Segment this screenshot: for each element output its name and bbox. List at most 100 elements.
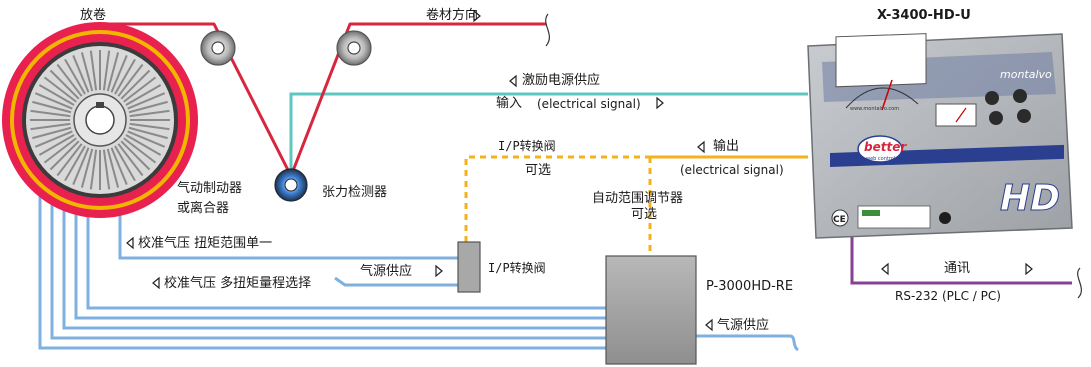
brake-label-line2: 或离合器 — [177, 201, 230, 216]
air-supply-left-label: 气源供应 — [360, 264, 413, 279]
arrow-icons — [126, 9, 1033, 332]
air-supply-right-label: 气源供应 — [717, 318, 770, 333]
air-line-calib-multi-2 — [50, 196, 606, 340]
roll-spoke — [129, 122, 170, 131]
roll-spoke — [110, 147, 128, 186]
roll-spoke — [89, 50, 98, 91]
arrow-left-icon — [881, 262, 889, 276]
controller-model-label: X-3400-HD-U — [877, 8, 971, 23]
signal-lines — [464, 155, 652, 256]
arrow-right-icon — [656, 96, 664, 110]
controller-hd-logo: HD — [1000, 178, 1060, 219]
roll-spoke — [117, 143, 144, 177]
input-signal-label: (electrical signal) — [537, 97, 641, 111]
roll-spoke — [129, 109, 170, 118]
roll-spoke — [43, 76, 77, 103]
controller-badge: better — [864, 140, 907, 154]
roll-spoke — [125, 84, 162, 106]
idler-roller-1 — [200, 30, 236, 66]
roll-spoke — [120, 69, 151, 100]
rs232-label: RS-232 (PLC / PC) — [895, 289, 1001, 303]
roll-spoke — [120, 140, 151, 171]
arrow-right-icon — [1025, 262, 1033, 276]
air-line-calib-multi-4 — [74, 204, 606, 320]
roll-spoke — [117, 63, 144, 97]
arrow-left-icon — [697, 140, 705, 154]
controller-device — [807, 33, 1073, 239]
roll-spoke — [127, 130, 166, 148]
roll-spoke — [72, 147, 90, 186]
roll-spoke — [128, 100, 168, 114]
air-line-calib-multi-5 — [86, 206, 606, 310]
brake-label-line1: 气动制动器 — [177, 181, 243, 196]
calib-multi-label: 校准气压 多扭矩量程选择 — [164, 276, 312, 291]
auto-range-label: 自动范围调节器 — [592, 191, 684, 206]
unwind-roll — [2, 22, 198, 218]
air-line-supply-right — [696, 334, 800, 352]
roll-spoke — [128, 126, 168, 140]
roll-spoke — [49, 140, 80, 171]
roll-spoke — [32, 126, 72, 140]
roll-spoke — [56, 143, 83, 177]
calib-single-label: 校准气压 扭矩范围单一 — [138, 236, 273, 251]
comm-line — [850, 237, 1072, 285]
roll-spoke — [80, 52, 94, 92]
roll-spoke — [30, 122, 71, 131]
controller-brand: montalvo — [1000, 68, 1052, 81]
auto-range-optional-label: 可选 — [631, 207, 658, 222]
comm-label: 通讯 — [944, 261, 971, 276]
arrow-left-icon — [705, 318, 713, 332]
roll-spoke — [64, 145, 86, 182]
air-line-supply-left — [334, 276, 458, 287]
roll-spoke — [127, 92, 166, 110]
excitation-supply-label: 激励电源供应 — [522, 73, 601, 88]
output-label: 输出 — [713, 139, 740, 154]
air-line-calib-multi-1 — [38, 190, 606, 350]
ip-converter-box — [457, 241, 481, 293]
web-break — [545, 13, 551, 47]
unwind-label: 放卷 — [80, 8, 107, 23]
roll-spoke — [38, 84, 75, 106]
roll-spokes — [30, 50, 170, 190]
roll-spoke — [125, 134, 162, 156]
roll-spoke — [32, 100, 72, 114]
roll-spoke — [114, 145, 136, 182]
ip-valve-top-label: I/P转换阀 — [498, 139, 556, 153]
roll-spoke — [34, 130, 73, 148]
tension-sensor-label: 张力检测器 — [322, 185, 388, 200]
arrow-right-icon — [473, 9, 481, 23]
web-direction-label: 卷材方向 — [426, 8, 479, 23]
roll-spoke — [89, 149, 98, 190]
roll-spoke — [34, 92, 73, 110]
roll-spoke — [80, 148, 94, 188]
arrow-left-icon — [509, 74, 517, 88]
roll-spoke — [114, 58, 136, 95]
arrow-right-icon — [435, 264, 443, 278]
ce-mark: CE — [833, 215, 846, 225]
optional-top-label: 可选 — [525, 163, 552, 178]
roll-spoke — [102, 50, 111, 91]
tension-sensor-icon — [274, 168, 308, 202]
roll-spoke — [102, 149, 111, 190]
p3000-model-label: P-3000HD-RE — [706, 279, 794, 294]
roll-spoke — [30, 109, 71, 118]
arrow-left-icon — [152, 276, 160, 290]
roll-spoke — [56, 63, 83, 97]
excitation-line — [289, 92, 808, 176]
roll-spoke — [64, 58, 86, 95]
roll-spoke — [123, 76, 157, 103]
roll-spoke — [43, 137, 77, 164]
roll-spoke — [106, 148, 120, 188]
idler-roller-2 — [336, 30, 372, 66]
roll-spoke — [123, 137, 157, 164]
air-lines — [38, 186, 800, 352]
roll-spoke — [72, 54, 90, 93]
output-signal-label: (electrical signal) — [680, 163, 784, 177]
air-line-calib-multi-3 — [62, 200, 606, 330]
arrow-left-icon — [126, 236, 134, 250]
roll-spoke — [110, 54, 128, 93]
input-label: 输入 — [496, 96, 523, 111]
roll-spoke — [49, 69, 80, 100]
roll-spoke — [38, 134, 75, 156]
